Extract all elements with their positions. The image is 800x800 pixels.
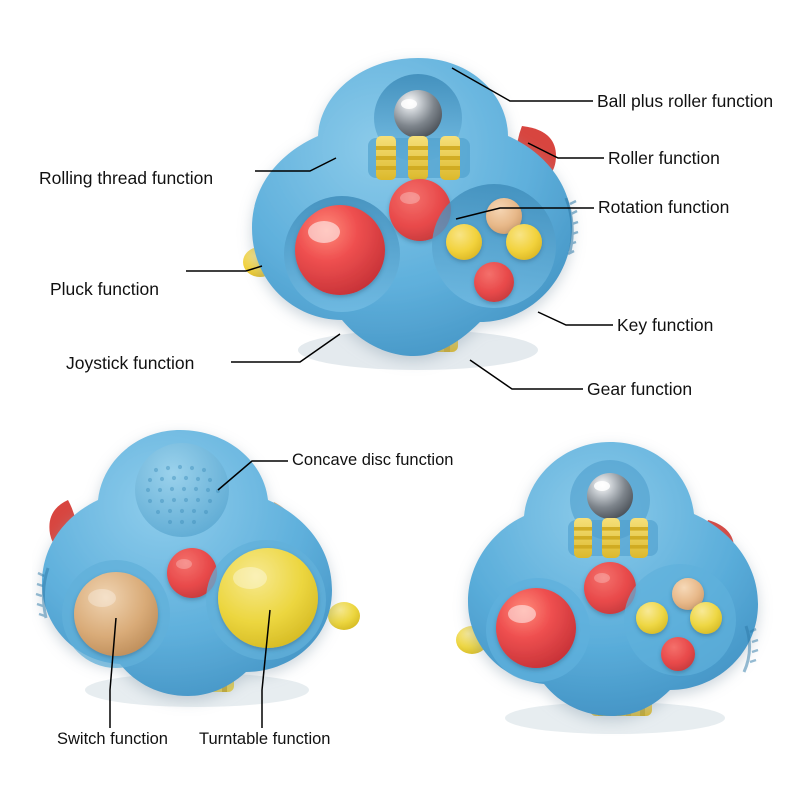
- label-key-function: Key function: [617, 315, 714, 335]
- label-switch-function: Switch function: [57, 730, 168, 748]
- switch-button: [74, 572, 158, 656]
- ridged-edge-br: [742, 625, 759, 673]
- pluck-knob-bl: [328, 602, 360, 630]
- rotation-button-br: [584, 562, 636, 614]
- concave-disc: [135, 443, 229, 537]
- label-rolling-thread-function: Rolling thread function: [39, 168, 214, 188]
- turntable-button: [218, 548, 318, 648]
- label-pluck-function: Pluck function: [50, 279, 159, 299]
- metal-ball-br: [587, 473, 633, 519]
- roller-bars: [368, 136, 470, 180]
- label-gear-function: Gear function: [587, 379, 693, 399]
- joystick-dome-br: [496, 588, 576, 668]
- center-red-button-bl: [167, 548, 217, 598]
- key-button-red: [474, 262, 514, 302]
- label-roller-function: Roller function: [608, 148, 720, 168]
- metal-ball: [394, 90, 442, 138]
- fidget-toy-top-view: [243, 58, 579, 370]
- key-button-tan-br: [672, 578, 704, 610]
- joystick-dome: [295, 205, 385, 295]
- label-rotation-function: Rotation function: [598, 197, 730, 217]
- bottom-right-view-image: [450, 428, 780, 748]
- ridged-edge-bl: [35, 567, 50, 619]
- key-button-yellow-left: [446, 224, 482, 260]
- label-ball-plus-roller-function: Ball plus roller function: [597, 91, 774, 111]
- key-button-yellow-left-br: [636, 602, 668, 634]
- fidget-toy-bottom-right-view: [456, 442, 759, 734]
- label-joystick-function: Joystick function: [66, 353, 195, 373]
- key-button-red-br: [661, 637, 695, 671]
- top-view-image: [236, 30, 596, 390]
- key-button-yellow-right-br: [690, 602, 722, 634]
- label-concave-disc-function: Concave disc function: [292, 451, 454, 469]
- roller-bars-br: [568, 518, 658, 558]
- key-button-yellow-right: [506, 224, 542, 260]
- label-turntable-function: Turntable function: [199, 730, 331, 748]
